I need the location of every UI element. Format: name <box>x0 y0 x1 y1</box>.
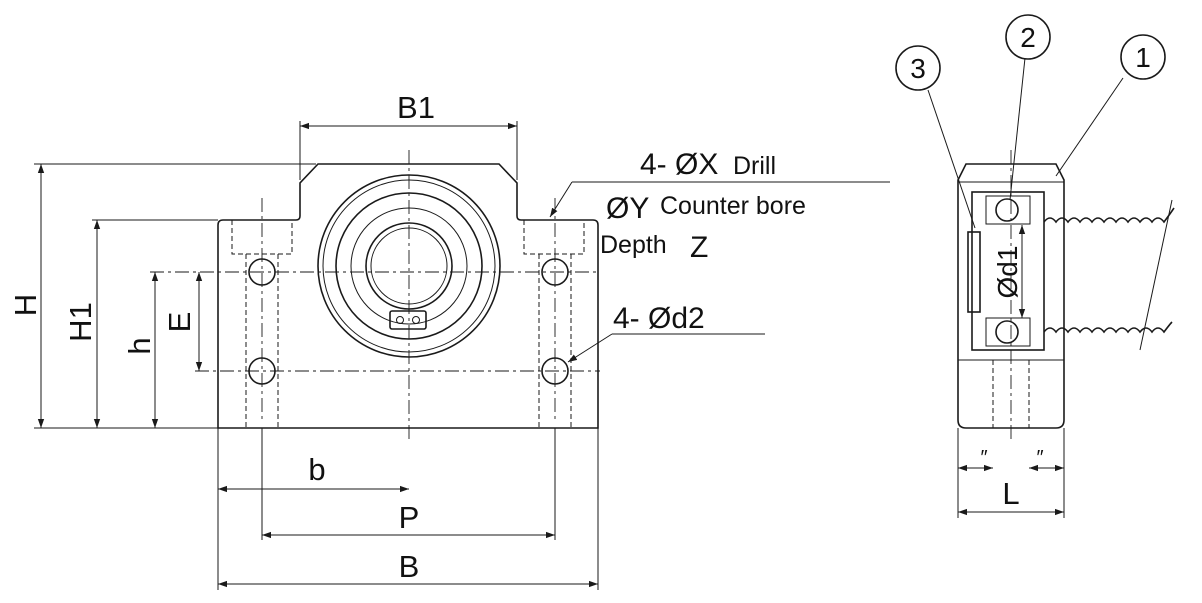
side-view <box>927 57 1175 518</box>
label-P: P <box>399 500 420 535</box>
svg-text:3: 3 <box>910 53 926 84</box>
drill-callout: 4- ØX Drill ØY Counter bore Depth Z <box>600 148 806 264</box>
bearing-outer-ring <box>317 174 501 358</box>
label-B: B <box>399 549 420 584</box>
svg-text:4- ØX: 4- ØX <box>640 148 718 181</box>
front-view <box>150 150 600 440</box>
bearing-ball-bottom <box>995 320 1019 344</box>
holes-callout: 4- Ød2 <box>613 302 705 335</box>
label-quote-left: ″ <box>980 447 987 469</box>
label-H1: H1 <box>63 302 98 342</box>
svg-text:Counter bore: Counter bore <box>660 192 806 220</box>
balloon-2: 2 <box>1005 14 1051 60</box>
balloon-1: 1 <box>1120 34 1166 80</box>
svg-text:ØY: ØY <box>606 192 649 225</box>
svg-text:Z: Z <box>690 231 708 264</box>
svg-text:Drill: Drill <box>733 152 776 180</box>
mount-hole-tl <box>248 258 276 286</box>
shaft-bore <box>365 222 453 310</box>
svg-text:1: 1 <box>1135 42 1151 73</box>
housing-outline <box>217 163 599 429</box>
bearing-ball-top <box>995 198 1019 222</box>
snap-ring-lug <box>389 310 427 330</box>
screw-shaft <box>1043 207 1175 224</box>
label-B1: B1 <box>397 90 435 125</box>
svg-text:Depth: Depth <box>600 231 667 259</box>
front-dimensions <box>34 121 890 590</box>
balloon-3: 3 <box>895 45 941 91</box>
snap-ring <box>967 231 981 313</box>
mount-hole-br <box>541 357 569 385</box>
svg-text:2: 2 <box>1020 22 1036 53</box>
mount-hole-bl <box>248 357 276 385</box>
side-housing-outline <box>957 163 1065 429</box>
mount-hole-tr <box>541 258 569 286</box>
label-quote-right: ″ <box>1036 447 1043 469</box>
label-d1: Ød1 <box>992 246 1023 299</box>
label-E: E <box>162 312 197 333</box>
label-L: L <box>1002 476 1019 511</box>
label-b: b <box>308 452 325 487</box>
label-H: H <box>8 294 43 316</box>
label-h: h <box>122 337 157 354</box>
